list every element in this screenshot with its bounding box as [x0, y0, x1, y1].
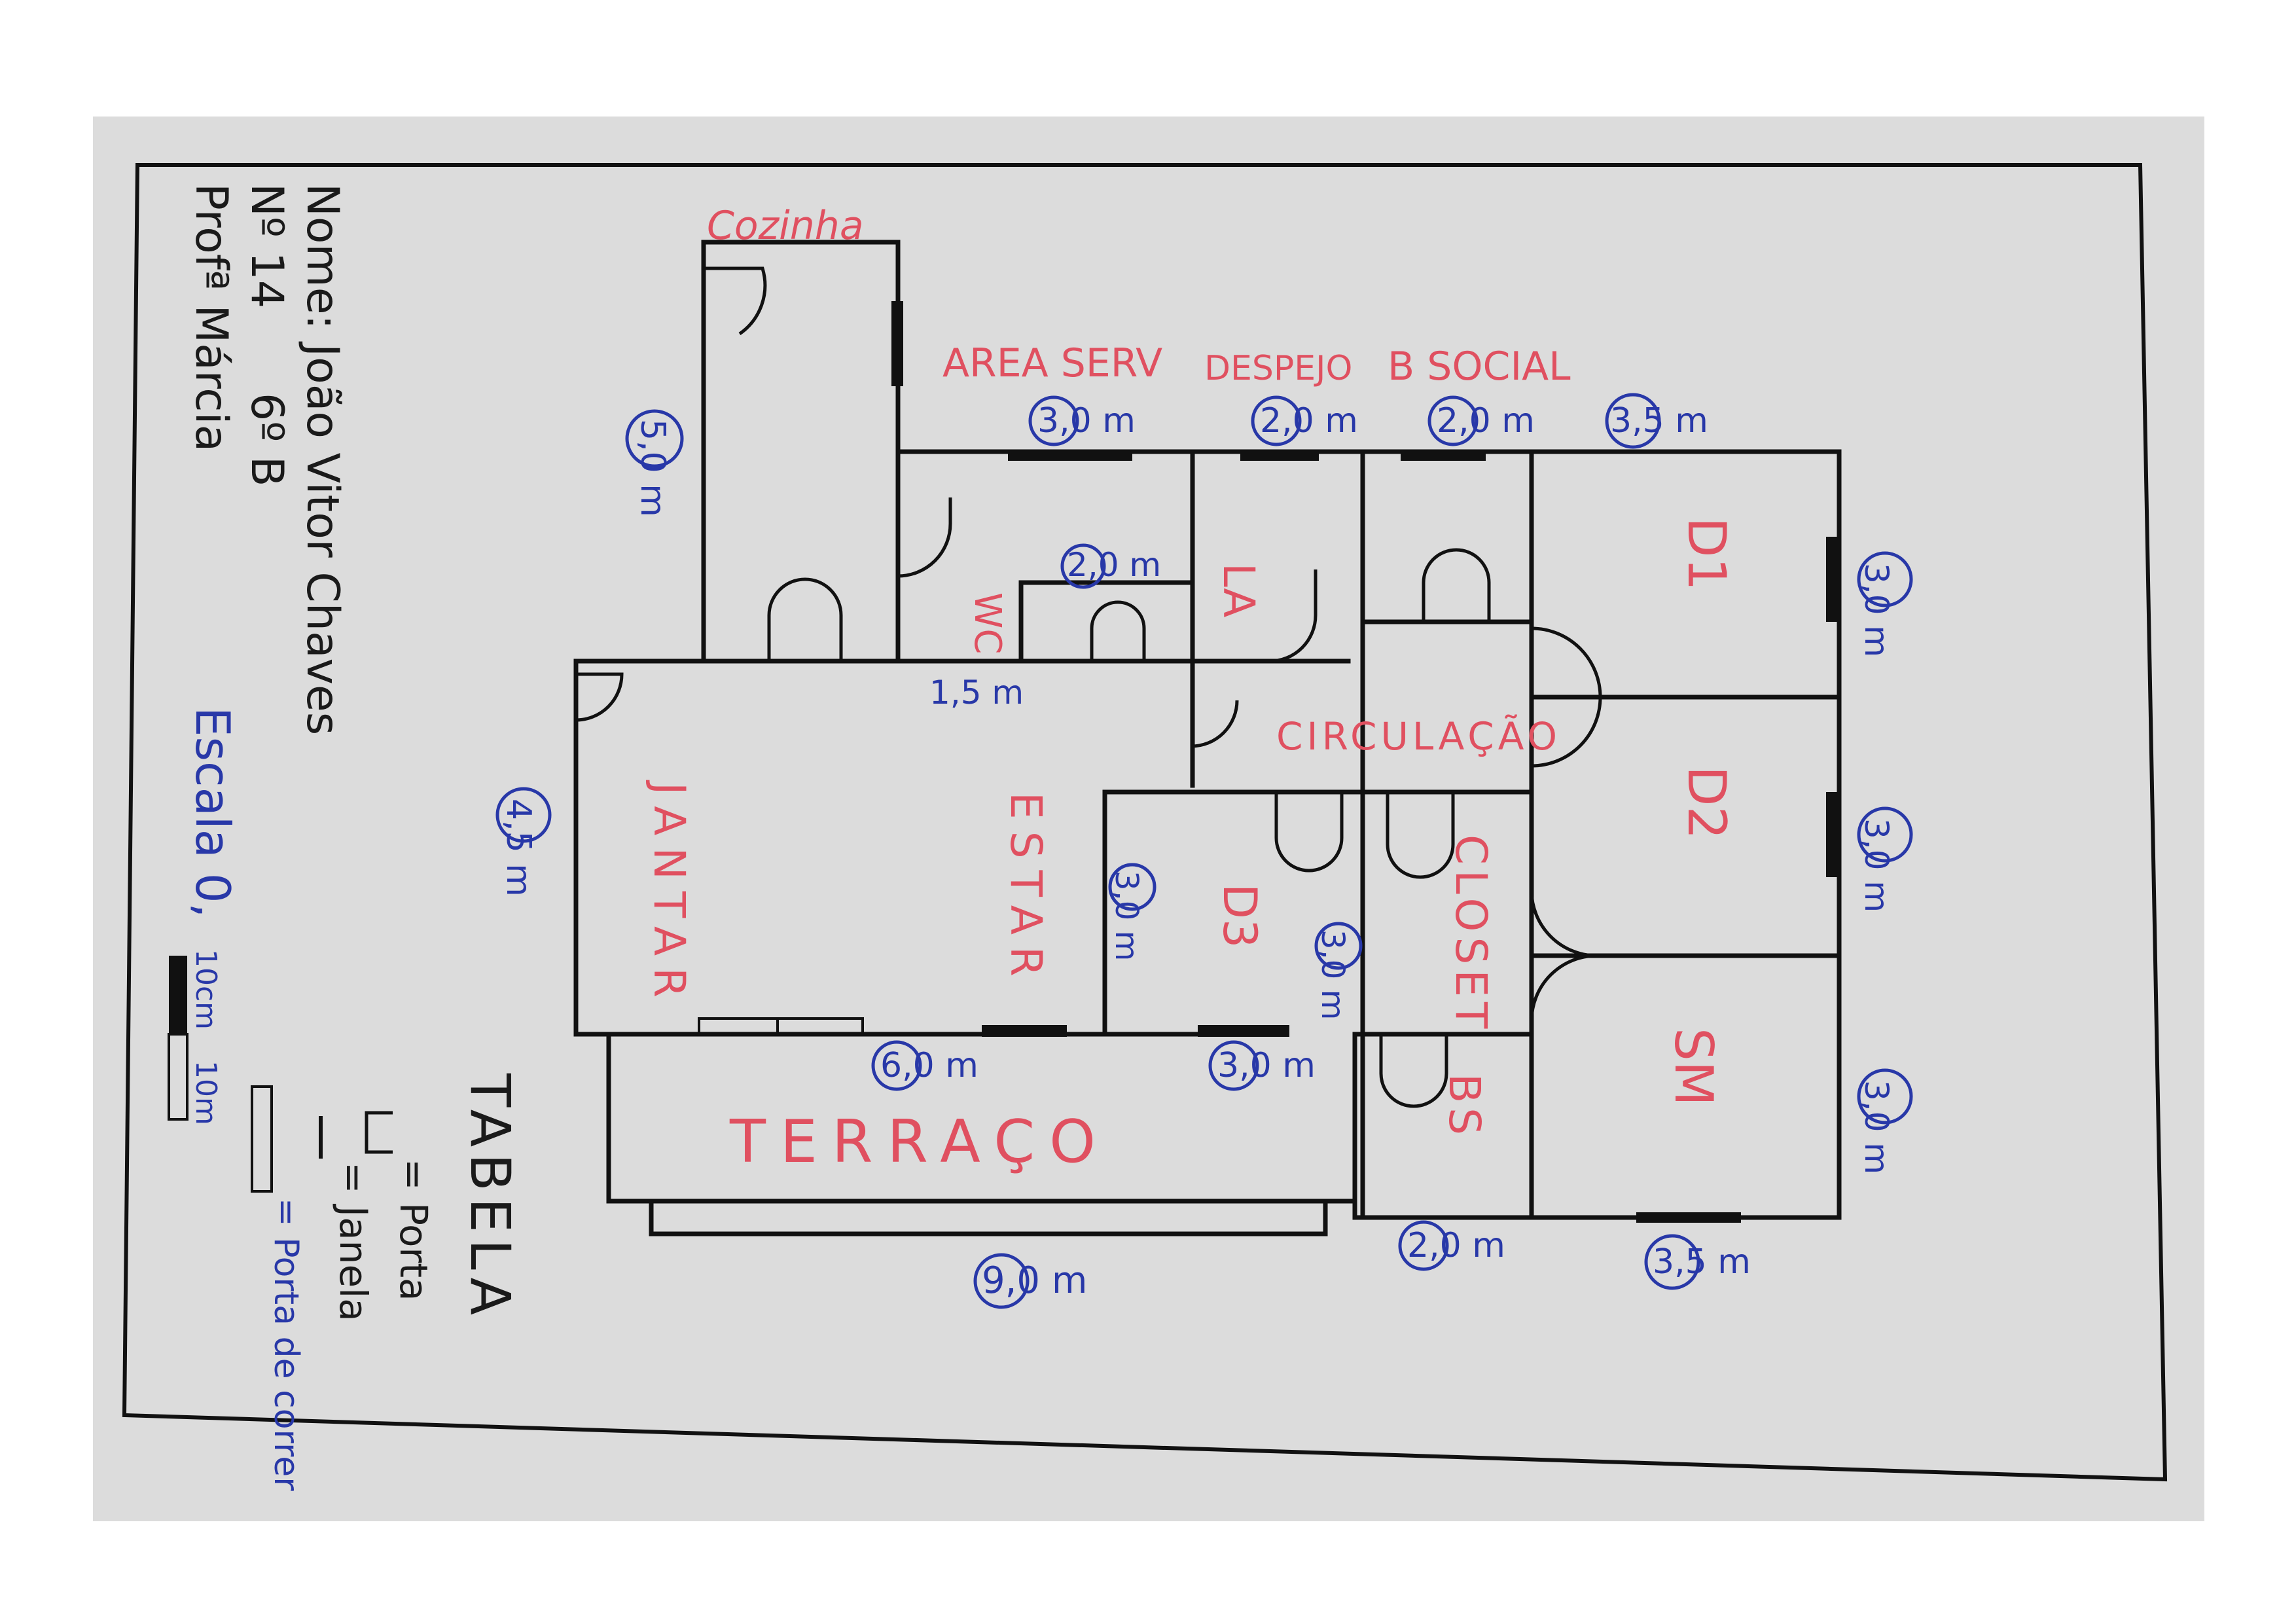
room-label-d2: D2 [1676, 766, 1737, 840]
dim-terraco-width: 9,0 m [982, 1259, 1087, 1302]
room-label-area-serv: AREA SERV [942, 340, 1162, 386]
sliding-door-legend-icon [251, 1085, 273, 1193]
scale-bar-light [168, 1033, 188, 1121]
dim-sm-height: 3,0 m [1857, 1080, 1895, 1174]
room-label-circulacao: CIRCULAÇÃO [1276, 713, 1561, 759]
dim-cozinha-length: 5,0 m [633, 419, 672, 517]
door-legend-icon [365, 1111, 393, 1154]
dim-sm-width: 3,5 m [1653, 1242, 1751, 1282]
room-label-despejo: DESPEJO [1204, 349, 1352, 388]
dim-estar-width: 6,0 m [880, 1046, 978, 1085]
doors [575, 266, 1602, 1108]
legend-sliding-door-text: = Porta de correr [266, 1198, 306, 1491]
dim-d3-width: 3,0 m [1217, 1046, 1316, 1085]
dim-bs-width: 2,0 m [1407, 1226, 1505, 1265]
dim-wc-width: 1,5 m [929, 674, 1024, 712]
scale-bar-dark [169, 956, 187, 1034]
room-label-estar: ESTAR [1001, 792, 1051, 988]
paper-border [122, 163, 2168, 1482]
windows [891, 301, 1839, 1223]
legend-title: TABELA [458, 1073, 522, 1322]
room-label-terraco: TERRAÇO [729, 1108, 1110, 1176]
legend-door-text: = Porta [391, 1159, 436, 1301]
scale-label: Escala 0, [185, 707, 240, 918]
room-label-closet: CLOSET [1446, 835, 1496, 1034]
dim-d2-height: 3,0 m [1857, 818, 1895, 912]
dim-jantar-height: 4,5 m [499, 799, 538, 897]
dim-despejo-width: 2,0 m [1260, 401, 1358, 441]
teacher-name: Profª Márcia [185, 183, 237, 452]
room-label-la: LA [1213, 563, 1264, 617]
dim-area-serv-width: 3,0 m [1037, 401, 1136, 441]
paper-photo: Nome: João Vitor Chaves Nº 14 6º B Profª… [93, 117, 2204, 1521]
student-number: Nº 14 [241, 183, 293, 308]
student-name: Nome: João Vitor Chaves [296, 183, 348, 735]
dimension-circles [495, 393, 1913, 1309]
student-class: 6º B [241, 393, 293, 487]
room-label-d1: D1 [1676, 517, 1737, 591]
room-label-sm: SM [1663, 1028, 1724, 1106]
room-label-wc: WC [966, 592, 1009, 654]
walls [573, 240, 1842, 1236]
room-label-bs: BS [1439, 1074, 1490, 1140]
dim-b-social-width: 2,0 m [1437, 401, 1535, 441]
sliding-doors [698, 1017, 864, 1036]
room-label-cozinha: Cozinha [707, 203, 864, 249]
dim-d1-height: 3,0 m [1857, 563, 1895, 657]
scale-bar-left-label: 10cm [189, 949, 223, 1030]
room-label-b-social: B SOCIAL [1388, 344, 1571, 389]
room-label-d3: D3 [1213, 884, 1266, 948]
dim-d3-height-right: 3,0 m [1314, 929, 1351, 1020]
dim-d3-height-left: 3,0 m [1108, 871, 1145, 961]
dim-inner-width: 2,0 m [1067, 546, 1161, 584]
floor-plan-drawing: Nome: João Vitor Chaves Nº 14 6º B Profª… [122, 163, 2168, 1491]
legend-window-text: = Janela [331, 1162, 376, 1322]
room-label-jantar: JANTAR [644, 780, 694, 1009]
scale-bar-right-label: 10m [189, 1060, 223, 1125]
